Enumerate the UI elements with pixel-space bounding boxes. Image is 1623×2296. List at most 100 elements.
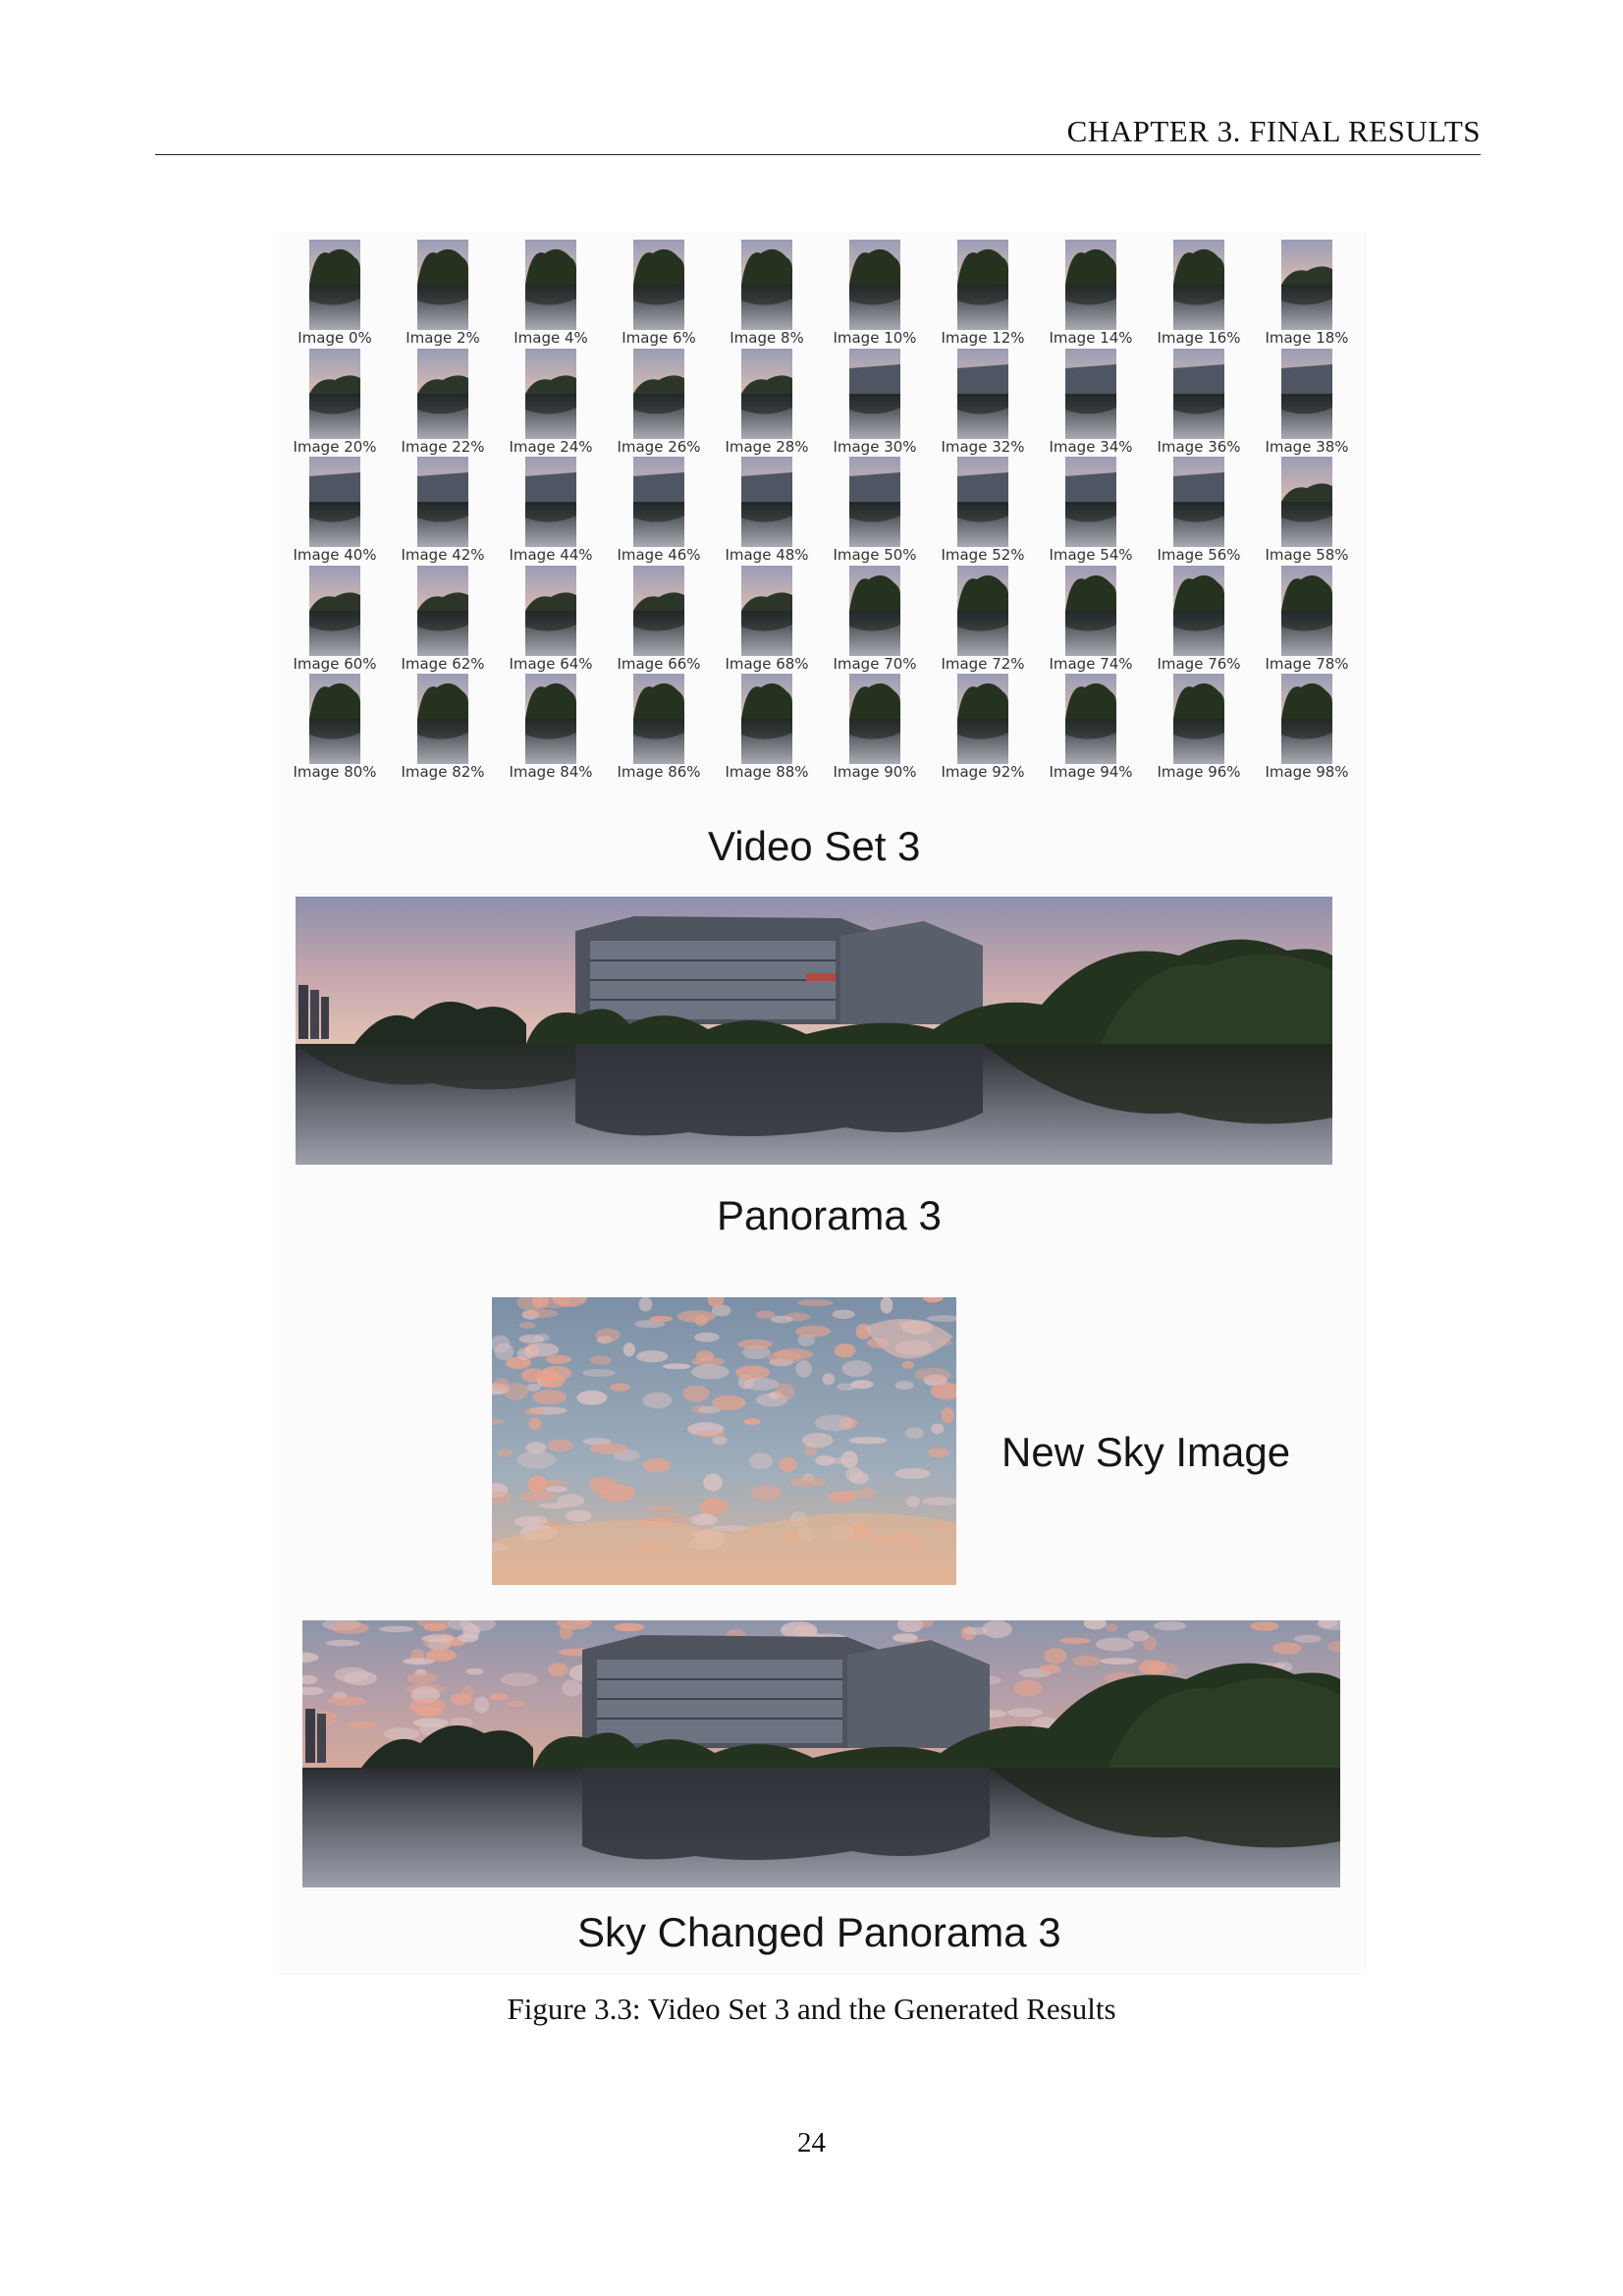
thumbnail-frame: Image 62%: [389, 565, 497, 675]
thumbnail-label: Image 42%: [401, 546, 485, 564]
thumbnail-image: [849, 674, 900, 764]
thumbnail-frame: Image 14%: [1037, 240, 1145, 349]
thumbnail-label: Image 18%: [1265, 329, 1349, 347]
thumbnail-image: [525, 674, 576, 764]
thumbnail-label: Image 64%: [509, 654, 593, 673]
thumbnail-image: [849, 348, 900, 439]
thumbnail-frame: Image 66%: [605, 565, 713, 675]
thumbnail-frame: Image 74%: [1037, 565, 1145, 675]
thumbnail-label: Image 98%: [1265, 763, 1349, 781]
thumbnail-frame: Image 86%: [605, 674, 713, 783]
thumbnail-frame: Image 38%: [1253, 348, 1361, 458]
thumbnail-image: [1173, 240, 1224, 330]
thumbnail-label: Image 82%: [401, 763, 485, 781]
sky-changed-label: Sky Changed Panorama 3: [577, 1909, 1061, 1955]
thumbnail-label: Image 12%: [941, 329, 1025, 347]
thumbnail-label: Image 6%: [622, 329, 696, 347]
page-number: 24: [797, 2127, 826, 2159]
running-header-title: CHAPTER 3. FINAL RESULTS: [1066, 114, 1481, 148]
thumbnail-label: Image 24%: [509, 437, 593, 456]
thumbnail-label: Image 76%: [1157, 654, 1241, 673]
thumbnail-image: [525, 565, 576, 656]
thumbnail-frame: Image 96%: [1145, 674, 1253, 783]
thumbnail-image: [957, 674, 1008, 764]
thumbnail-label: Image 0%: [298, 329, 372, 347]
thumbnail-label: Image 30%: [833, 437, 917, 456]
thumbnail-label: Image 74%: [1049, 654, 1133, 673]
thumbnail-label: Image 70%: [833, 654, 917, 673]
thumbnail-frame: Image 8%: [713, 240, 821, 349]
thumbnail-label: Image 44%: [509, 546, 593, 564]
thumbnail-frame: Image 24%: [497, 348, 605, 458]
thumbnail-label: Image 66%: [617, 654, 701, 673]
thumbnail-label: Image 58%: [1265, 546, 1349, 564]
thumbnail-frame: Image 16%: [1145, 240, 1253, 349]
thumbnail-label: Image 78%: [1265, 654, 1349, 673]
thumbnail-label: Image 96%: [1157, 763, 1241, 781]
thumbnail-image: [741, 565, 792, 656]
thumbnail-frame: Image 20%: [281, 348, 389, 458]
thumbnail-image: [417, 674, 468, 764]
thumbnail-frame: Image 70%: [821, 565, 929, 675]
thumbnail-label: Image 86%: [617, 763, 701, 781]
thumbnail-image: [741, 348, 792, 439]
thumbnail-label: Image 48%: [725, 546, 809, 564]
thumbnail-frame: Image 30%: [821, 348, 929, 458]
thumbnail-label: Image 14%: [1049, 329, 1133, 347]
thumbnail-image: [1281, 348, 1332, 439]
thumbnail-label: Image 60%: [293, 654, 377, 673]
thumbnail-label: Image 32%: [941, 437, 1025, 456]
thumbnail-frame: Image 48%: [713, 457, 821, 566]
new-sky-label: New Sky Image: [1001, 1429, 1291, 1475]
thumbnail-frame: Image 10%: [821, 240, 929, 349]
thumbnail-image: [1173, 348, 1224, 439]
header-rule: [155, 154, 1481, 155]
thumbnail-label: Image 20%: [293, 437, 377, 456]
thumbnail-image: [1065, 674, 1116, 764]
thumbnail-frame: Image 2%: [389, 240, 497, 349]
new-sky-image: [492, 1297, 956, 1585]
thumbnail-image: [633, 348, 684, 439]
thumbnail-frame: Image 52%: [929, 457, 1037, 566]
thumbnail-frame: Image 18%: [1253, 240, 1361, 349]
thumbnail-image: [525, 457, 576, 547]
thumbnail-frame: Image 46%: [605, 457, 713, 566]
thumbnail-label: Image 54%: [1049, 546, 1133, 564]
thumbnail-image: [1065, 348, 1116, 439]
thumbnail-image: [1281, 457, 1332, 547]
thumbnail-image: [417, 240, 468, 330]
thumbnail-label: Image 26%: [617, 437, 701, 456]
thumbnail-image: [1065, 457, 1116, 547]
thumbnail-image: [633, 674, 684, 764]
thumbnail-label: Image 38%: [1265, 437, 1349, 456]
thumbnail-label: Image 88%: [725, 763, 809, 781]
sky-changed-panorama-image: [302, 1620, 1340, 1887]
thumbnail-frame: Image 98%: [1253, 674, 1361, 783]
thumbnail-frame: Image 60%: [281, 565, 389, 675]
thumbnail-frame: Image 80%: [281, 674, 389, 783]
thumbnail-label: Image 40%: [293, 546, 377, 564]
thumbnail-image: [1281, 240, 1332, 330]
thumbnail-image: [849, 565, 900, 656]
thumbnail-image: [741, 457, 792, 547]
thumbnail-image: [309, 457, 360, 547]
thumbnail-frame: Image 34%: [1037, 348, 1145, 458]
thumbnail-frame: Image 92%: [929, 674, 1037, 783]
thumbnail-frame: Image 26%: [605, 348, 713, 458]
thumbnail-label: Image 28%: [725, 437, 809, 456]
thumbnail-image: [525, 348, 576, 439]
thumbnail-image: [741, 674, 792, 764]
panorama-image: [296, 897, 1332, 1165]
thumbnail-frame: Image 22%: [389, 348, 497, 458]
thumbnail-frame: Image 50%: [821, 457, 929, 566]
thumbnail-label: Image 68%: [725, 654, 809, 673]
thumbnail-image: [309, 240, 360, 330]
thumbnail-label: Image 50%: [833, 546, 917, 564]
thumbnail-frame: Image 32%: [929, 348, 1037, 458]
thumbnail-image: [309, 565, 360, 656]
thumbnail-label: Image 16%: [1157, 329, 1241, 347]
thumbnail-label: Image 94%: [1049, 763, 1133, 781]
thumbnail-label: Image 22%: [401, 437, 485, 456]
panorama-label: Panorama 3: [717, 1192, 942, 1238]
thumbnail-frame: Image 76%: [1145, 565, 1253, 675]
